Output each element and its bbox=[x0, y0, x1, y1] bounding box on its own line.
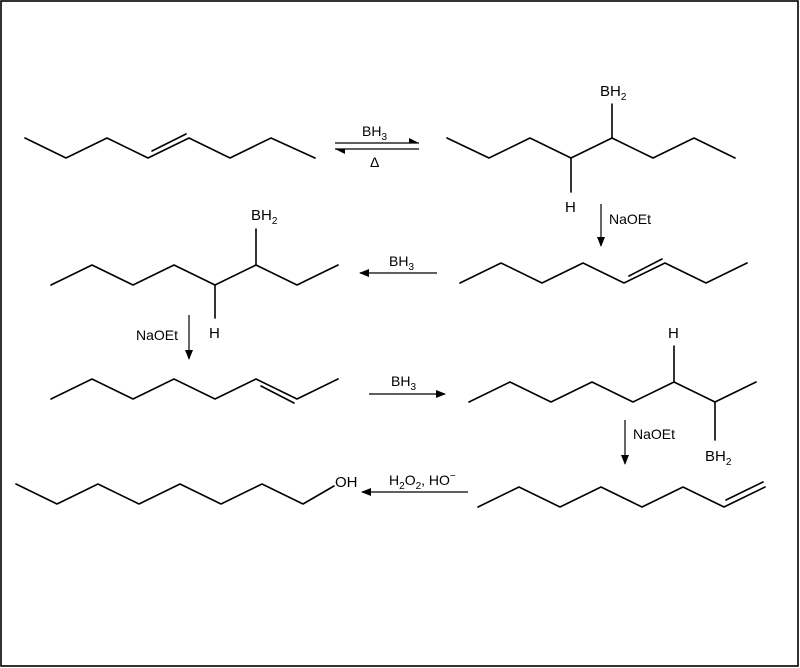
molecule-2-octene bbox=[50, 378, 339, 404]
reagent-naoet-3: NaOEt bbox=[633, 426, 675, 442]
arrow-naoet-3: NaOEt bbox=[621, 420, 675, 465]
molecule-3-octene bbox=[459, 258, 748, 284]
molecule-1-octanol: OH bbox=[15, 474, 358, 505]
reagent-bh3-3: BH3 bbox=[391, 373, 416, 393]
arrow-bh3-2: BH3 bbox=[359, 253, 437, 277]
molecule-borane-3: H BH2 bbox=[468, 325, 757, 468]
reagent-heat: Δ bbox=[370, 154, 379, 170]
molecule-1-octene bbox=[477, 481, 766, 508]
reagent-bh3-2: BH3 bbox=[389, 253, 414, 273]
reagent-naoet-2: NaOEt bbox=[136, 327, 178, 343]
arrow-naoet-1: NaOEt bbox=[597, 204, 651, 247]
molecule-borane-1: BH2 H bbox=[446, 83, 736, 216]
molecule-borane-2: BH2 H bbox=[50, 207, 339, 342]
bh2-label-1: BH2 bbox=[600, 83, 627, 103]
arrow-oxidation: H2O2, HO− bbox=[361, 471, 468, 496]
arrow-bh3-3: BH3 bbox=[369, 373, 446, 398]
h-label-3: H bbox=[668, 325, 679, 342]
molecule-4-octene bbox=[24, 133, 316, 159]
reagent-h2o2-ho: H2O2, HO− bbox=[389, 471, 456, 492]
h-label-1: H bbox=[565, 199, 576, 216]
oh-label: OH bbox=[335, 474, 358, 491]
reagent-bh3-1: BH3 bbox=[362, 123, 387, 143]
equilibrium-arrow: BH3 Δ bbox=[335, 123, 419, 170]
bh2-label-3: BH2 bbox=[705, 448, 732, 468]
reagent-naoet-1: NaOEt bbox=[609, 211, 651, 227]
arrow-naoet-2: NaOEt bbox=[136, 315, 193, 360]
bh2-label-2: BH2 bbox=[251, 207, 278, 227]
h-label-2: H bbox=[209, 325, 220, 342]
